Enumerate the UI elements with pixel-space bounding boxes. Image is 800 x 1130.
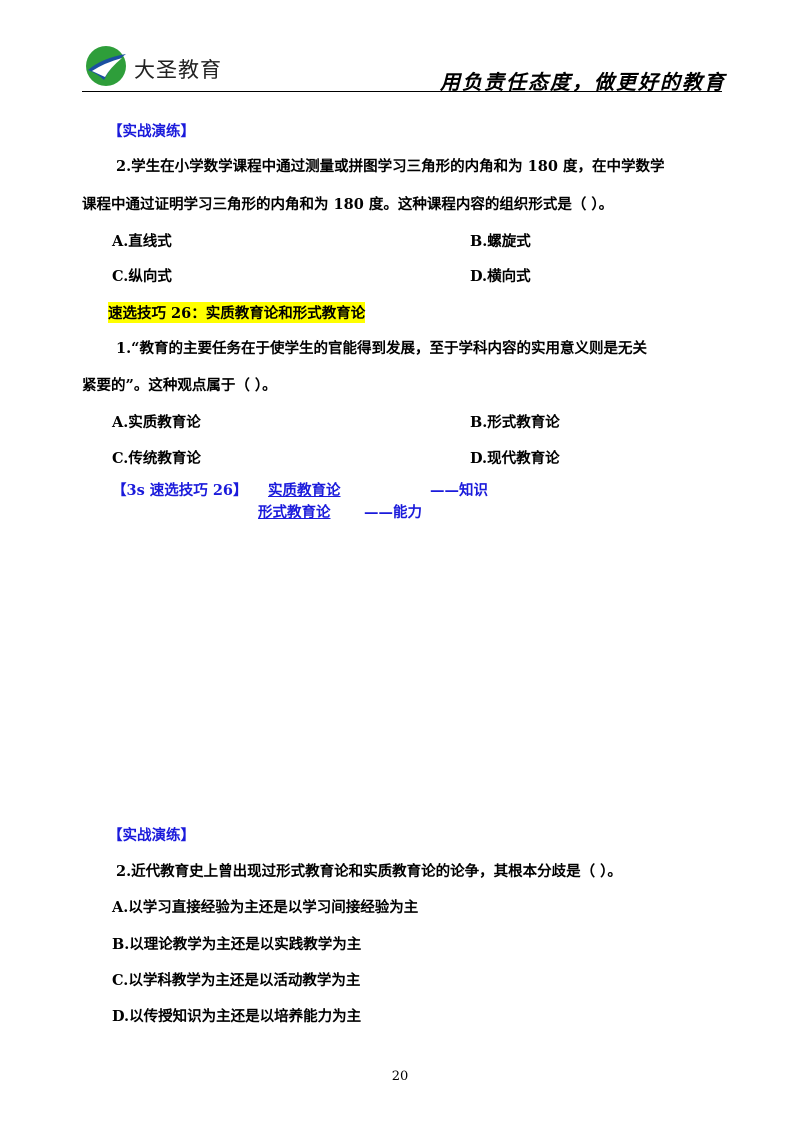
option-b: B.以理论教学为主还是以实践教学为主: [112, 936, 362, 953]
option-a: A.直线式: [112, 233, 172, 250]
question-text: 2.学生在小学数学课程中通过测量或拼图学习三角形的内角和为 180 度，在中学数…: [116, 158, 665, 175]
option-d: D.现代教育论: [470, 450, 560, 467]
brand-logo-icon: [86, 46, 126, 86]
mnemonic-term-a: 实质教育论: [268, 482, 341, 499]
option-b: B.形式教育论: [470, 414, 560, 431]
page-number: 20: [391, 1069, 409, 1084]
question-text: 紧要的”。这种观点属于（ ）。: [82, 377, 277, 394]
header-divider: [82, 91, 722, 92]
mnemonic-label: 【3s 速选技巧 26】: [112, 482, 248, 499]
option-b: B.螺旋式: [470, 233, 531, 250]
mnemonic-term-b: 形式教育论: [258, 504, 331, 521]
option-c: C.传统教育论: [112, 450, 201, 467]
option-c: C.以学科教学为主还是以活动教学为主: [112, 972, 361, 989]
header-slogan: 用负责任态度，做更好的教育: [440, 70, 726, 94]
question-text: 1.“教育的主要任务在于使学生的官能得到发展，至于学科内容的实用意义则是无关: [116, 340, 647, 357]
mnemonic-value-b: ——能力: [364, 504, 422, 521]
option-c: C.纵向式: [112, 268, 172, 285]
brand-name: 大圣教育: [134, 58, 222, 82]
question-text: 课程中通过证明学习三角形的内角和为 180 度。这种课程内容的组织形式是（ ）。: [82, 196, 614, 213]
question-text: 2.近代教育史上曾出现过形式教育论和实质教育论的论争，其根本分歧是（ ）。: [116, 863, 622, 880]
option-d: D.以传授知识为主还是以培养能力为主: [112, 1008, 362, 1025]
option-a: A.以学习直接经验为主还是以学习间接经验为主: [112, 899, 419, 916]
section-tag: 【实战演练】: [108, 123, 195, 140]
option-a: A.实质教育论: [112, 414, 201, 431]
tip-heading: 速选技巧 26：实质教育论和形式教育论: [108, 302, 366, 323]
section-tag: 【实战演练】: [108, 827, 195, 844]
mnemonic-value-a: ——知识: [430, 482, 488, 499]
option-d: D.横向式: [470, 268, 531, 285]
